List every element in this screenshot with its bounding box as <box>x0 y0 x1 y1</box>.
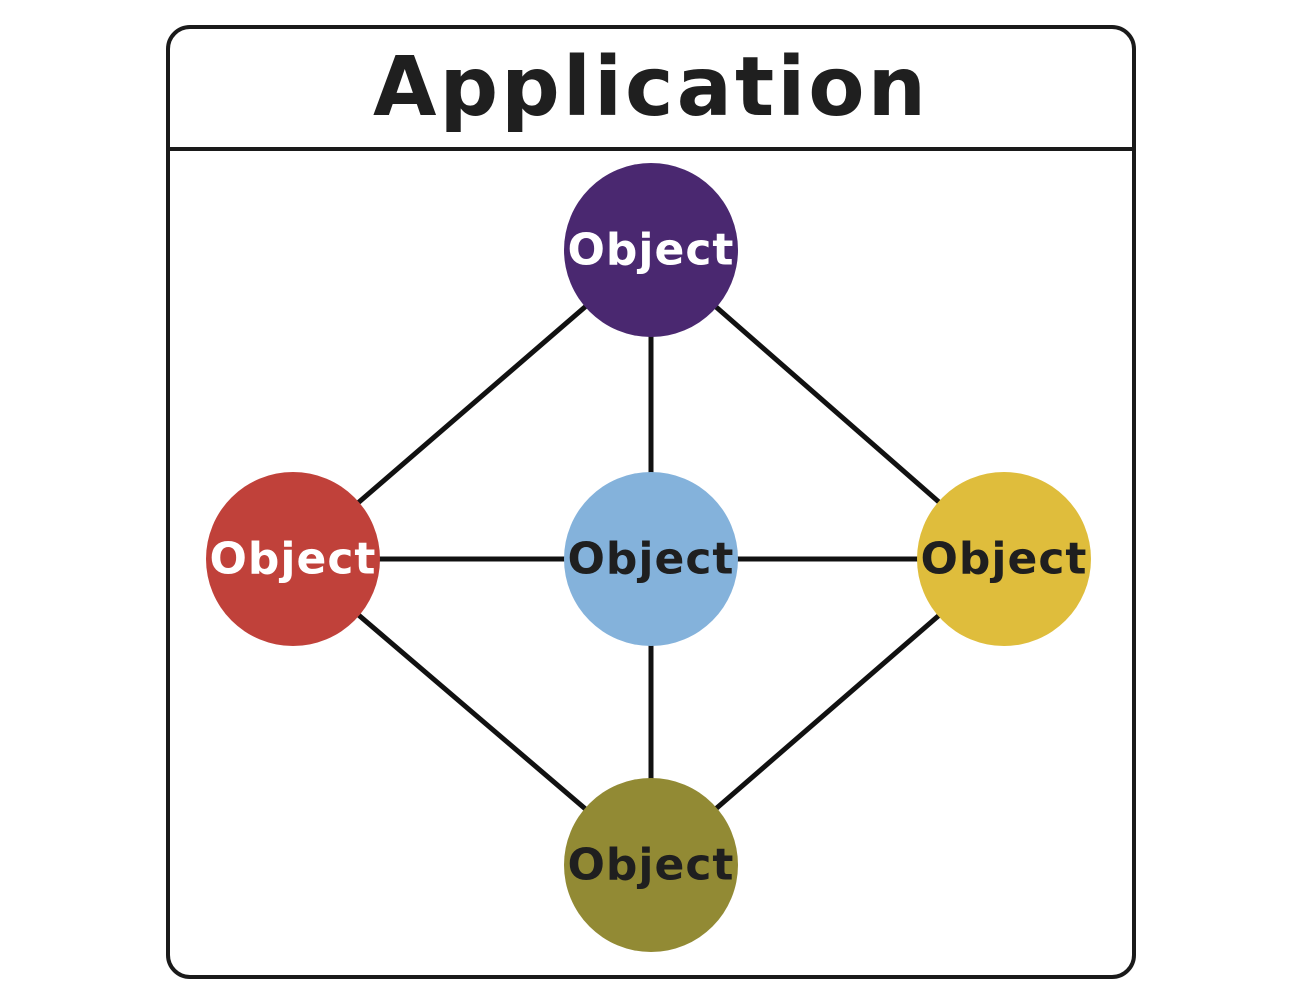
object-node-bottom: Object <box>564 778 738 952</box>
application-header: Application <box>170 29 1132 151</box>
object-node-label: Object <box>210 534 377 585</box>
application-title: Application <box>372 40 930 135</box>
object-node-right: Object <box>917 472 1091 646</box>
object-node-top: Object <box>564 163 738 337</box>
object-node-circle <box>564 778 738 952</box>
object-node-label: Object <box>568 225 735 276</box>
object-node-circle <box>564 163 738 337</box>
object-node-label: Object <box>921 534 1088 585</box>
object-node-circle <box>917 472 1091 646</box>
object-node-center: Object <box>564 472 738 646</box>
object-node-circle <box>206 472 380 646</box>
object-node-circle <box>564 472 738 646</box>
object-node-label: Object <box>568 534 735 585</box>
object-node-label: Object <box>568 840 735 891</box>
object-node-left: Object <box>206 472 380 646</box>
